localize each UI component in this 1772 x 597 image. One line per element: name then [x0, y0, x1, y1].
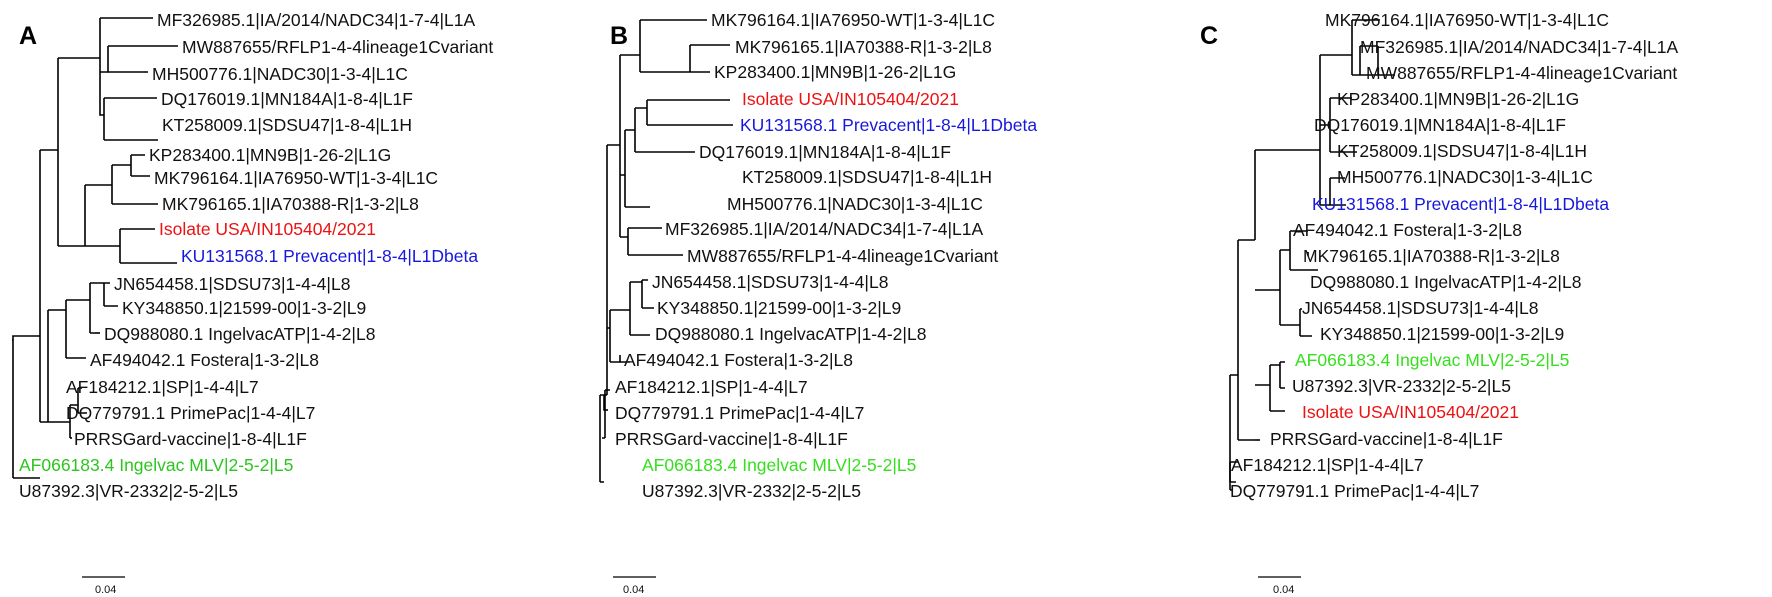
tip-label: AF184212.1|SP|1-4-4|L7 [66, 377, 259, 397]
tip-label: MF326985.1|IA/2014/NADC34|1-7-4|L1A [665, 219, 984, 239]
tree-b-branches [599, 19, 733, 578]
tip-label: PRRSGard-vaccine|1-8-4|L1F [74, 429, 307, 449]
panel-label-c: C [1200, 22, 1219, 50]
tip-label: AF494042.1 Fostera|1-3-2|L8 [1293, 220, 1522, 240]
tip-label: DQ779791.1 PrimePac|1-4-4|L7 [615, 403, 865, 423]
tip-label: KT258009.1|SDSU47|1-8-4|L1H [1337, 141, 1588, 161]
tip-label: MH500776.1|NADC30|1-3-4|L1C [727, 194, 983, 214]
scale-bar-label-c: 0.04 [1273, 584, 1295, 596]
tip-label: U87392.3|VR-2332|2-5-2|L5 [19, 481, 238, 501]
tip-label: KT258009.1|SDSU47|1-8-4|L1H [742, 167, 993, 187]
tip-label: DQ988080.1 IngelvacATP|1-4-2|L8 [104, 324, 376, 344]
tip-label: MK796165.1|IA70388-R|1-3-2|L8 [1303, 246, 1560, 266]
tip-label: AF494042.1 Fostera|1-3-2|L8 [624, 350, 853, 370]
tip-label-prevacent: KU131568.1 Prevacent|1-8-4|L1Dbeta [1312, 194, 1610, 214]
tree-panel-a: A MF326985.1|IA/2014/NADC34|1-7-4|L1A MW… [0, 0, 580, 597]
tip-label: KP283400.1|MN9B|1-26-2|L1G [149, 145, 392, 165]
tip-label: PRRSGard-vaccine|1-8-4|L1F [1270, 429, 1503, 449]
tip-label: DQ988080.1 IngelvacATP|1-4-2|L8 [655, 324, 927, 344]
tip-label: JN654458.1|SDSU73|1-4-4|L8 [114, 274, 351, 294]
tip-label: DQ779791.1 PrimePac|1-4-4|L7 [66, 403, 316, 423]
tip-label: MK796164.1|IA76950-WT|1-3-4|L1C [1325, 10, 1610, 30]
panel-label-a: A [19, 22, 38, 50]
tree-panel-b: B MK796164.1|IA76950-WT|1-3-4|L1C MK7961… [590, 0, 1180, 597]
tip-label-mlv: AF066183.4 Ingelvac MLV|2-5-2|L5 [1295, 350, 1570, 370]
tip-label: KY348850.1|21599-00|1-3-2|L9 [122, 298, 367, 318]
tip-label: JN654458.1|SDSU73|1-4-4|L8 [1302, 298, 1539, 318]
tip-label-query: Isolate USA/IN105404/2021 [1302, 402, 1519, 422]
tip-label: MK796164.1|IA76950-WT|1-3-4|L1C [711, 10, 996, 30]
tip-label: KY348850.1|21599-00|1-3-2|L9 [657, 298, 902, 318]
tip-label-prevacent: KU131568.1 Prevacent|1-8-4|L1Dbeta [181, 246, 479, 266]
panel-label-b: B [610, 22, 629, 50]
tip-label-prevacent: KU131568.1 Prevacent|1-8-4|L1Dbeta [740, 115, 1038, 135]
tip-label: KT258009.1|SDSU47|1-8-4|L1H [162, 115, 413, 135]
tip-label: MW887655/RFLP1-4-4lineage1Cvariant [687, 246, 999, 266]
tip-label: U87392.3|VR-2332|2-5-2|L5 [1292, 376, 1511, 396]
tip-label: DQ988080.1 IngelvacATP|1-4-2|L8 [1310, 272, 1582, 292]
tip-label: JN654458.1|SDSU73|1-4-4|L8 [652, 272, 889, 292]
tip-label: PRRSGard-vaccine|1-8-4|L1F [615, 429, 848, 449]
tip-label: MW887655/RFLP1-4-4lineage1Cvariant [182, 37, 494, 57]
tip-label-query: Isolate USA/IN105404/2021 [159, 219, 376, 239]
tip-label: KY348850.1|21599-00|1-3-2|L9 [1320, 324, 1565, 344]
tip-label: DQ779791.1 PrimePac|1-4-4|L7 [1230, 481, 1480, 501]
tip-label: MK796165.1|IA70388-R|1-3-2|L8 [735, 37, 992, 57]
tip-label: MF326985.1|IA/2014/NADC34|1-7-4|L1A [157, 10, 476, 30]
tree-panel-c: C MK796164.1|IA76950-WT|1-3-4|L1C MF3269… [1180, 0, 1772, 597]
tip-label: MH500776.1|NADC30|1-3-4|L1C [1337, 167, 1593, 187]
tip-label-query: Isolate USA/IN105404/2021 [742, 89, 959, 109]
tip-label: U87392.3|VR-2332|2-5-2|L5 [642, 481, 861, 501]
tip-label: MF326985.1|IA/2014/NADC34|1-7-4|L1A [1360, 37, 1679, 57]
scale-bar-label-b: 0.04 [623, 584, 645, 596]
tip-label-mlv: AF066183.4 Ingelvac MLV|2-5-2|L5 [19, 455, 294, 475]
tip-label: MK796165.1|IA70388-R|1-3-2|L8 [162, 194, 419, 214]
scale-bar-label-a: 0.04 [95, 584, 117, 596]
tip-label: MH500776.1|NADC30|1-3-4|L1C [152, 64, 408, 84]
tree-c-branches-main [1229, 19, 1395, 578]
tip-label: MK796164.1|IA76950-WT|1-3-4|L1C [154, 168, 439, 188]
tip-label: KP283400.1|MN9B|1-26-2|L1G [1337, 89, 1580, 109]
tip-label: KP283400.1|MN9B|1-26-2|L1G [714, 62, 957, 82]
tip-label: AF184212.1|SP|1-4-4|L7 [1231, 455, 1424, 475]
tip-label: AF494042.1 Fostera|1-3-2|L8 [90, 350, 319, 370]
tip-label: MW887655/RFLP1-4-4lineage1Cvariant [1366, 63, 1678, 83]
tip-label: AF184212.1|SP|1-4-4|L7 [615, 377, 808, 397]
tip-label: DQ176019.1|MN184A|1-8-4|L1F [699, 142, 951, 162]
tip-label: DQ176019.1|MN184A|1-8-4|L1F [1314, 115, 1566, 135]
tip-label-mlv: AF066183.4 Ingelvac MLV|2-5-2|L5 [642, 455, 917, 475]
tree-a-branches [12, 17, 178, 578]
tip-label: DQ176019.1|MN184A|1-8-4|L1F [161, 89, 413, 109]
